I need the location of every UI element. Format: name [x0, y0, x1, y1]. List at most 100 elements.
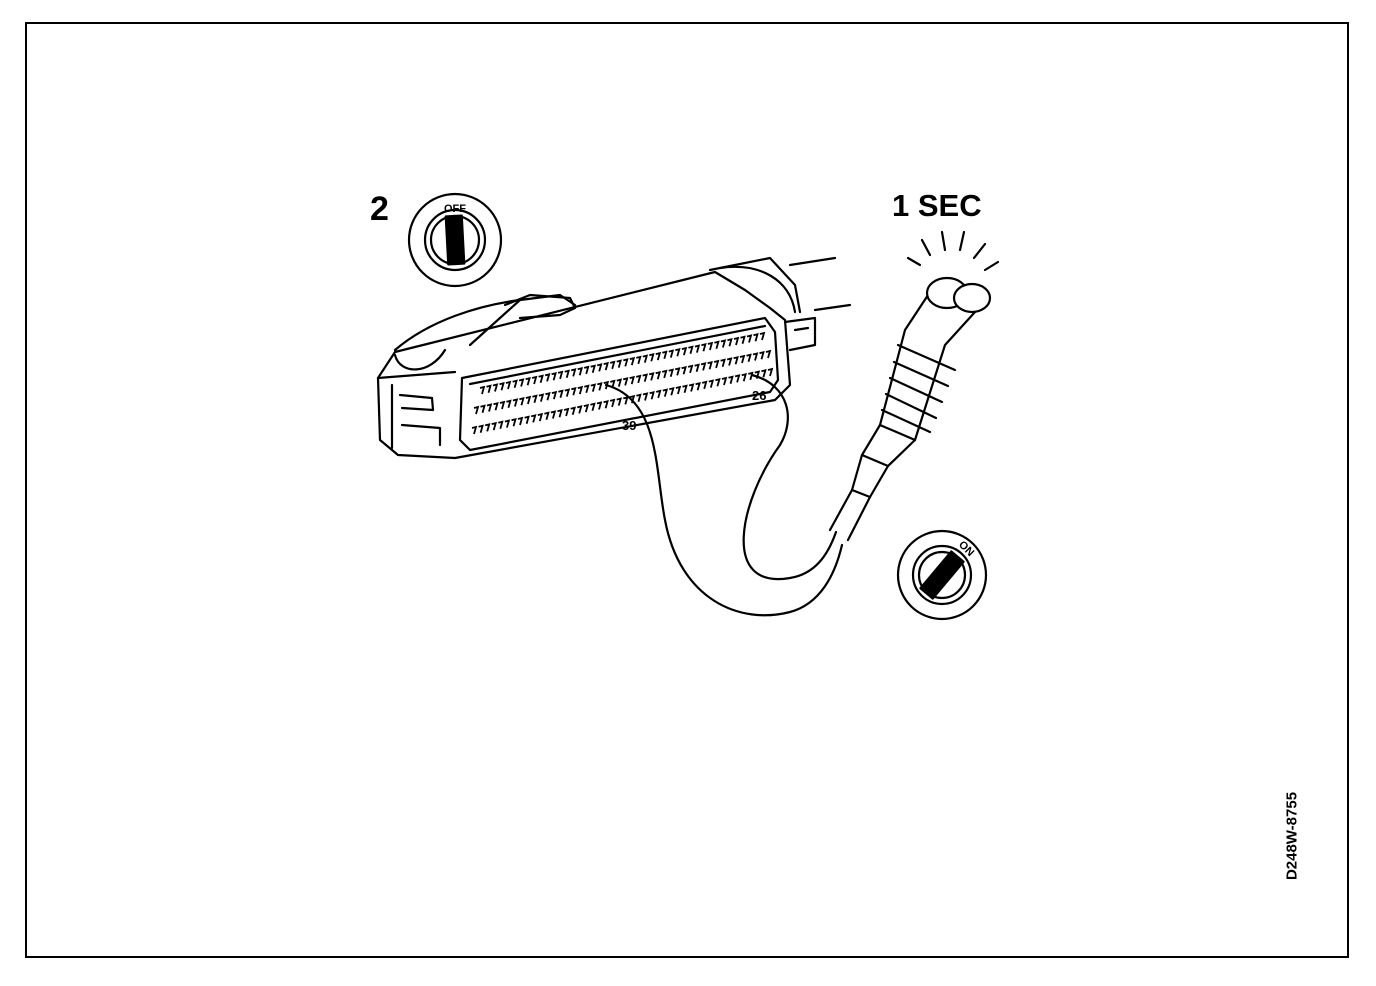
connector-pin	[479, 385, 486, 395]
connector-pin	[484, 423, 491, 432]
connector-pin	[746, 353, 752, 362]
connector-pin	[506, 399, 512, 409]
connector-pin	[687, 364, 694, 374]
connector-pin	[583, 365, 590, 375]
connector-pin	[537, 412, 544, 422]
connector-pin	[504, 419, 511, 428]
connector-pin	[754, 370, 761, 379]
connector-pin	[662, 350, 668, 360]
connector-pin	[681, 346, 688, 356]
connector-pin	[746, 334, 753, 343]
connector-pin	[512, 398, 519, 407]
pin-26-label: 26	[752, 388, 766, 403]
connector-pin	[655, 351, 662, 361]
connector-pin	[661, 369, 668, 379]
connector-pin	[734, 374, 741, 383]
connector-pin	[544, 411, 550, 421]
ignition-key-on-icon	[896, 529, 988, 621]
connector-pin	[609, 360, 616, 370]
connector-pin	[694, 363, 700, 372]
connector-pin	[726, 357, 733, 366]
connector-pin	[538, 393, 545, 402]
connector-pin	[642, 373, 648, 382]
connector-pin	[577, 385, 584, 395]
connector-pin	[530, 414, 537, 423]
connector-pin	[741, 372, 747, 382]
step-number: 2	[370, 190, 389, 228]
connector-pin	[518, 378, 525, 387]
connector-pin	[557, 408, 563, 418]
connector-pin	[642, 354, 649, 363]
connector-pin	[708, 379, 715, 388]
connector-pin	[714, 340, 720, 350]
connector-pin	[551, 371, 557, 381]
connector-pin	[642, 392, 649, 401]
connector-pin	[682, 384, 688, 394]
connector-pin	[486, 384, 492, 393]
connector-pin	[471, 425, 478, 435]
test-lamp-icon	[828, 230, 1000, 542]
connector-pin	[748, 371, 754, 381]
connector-pin	[551, 390, 558, 400]
connector-pin	[597, 382, 603, 391]
connector-pin	[544, 373, 551, 382]
connector-pin	[564, 388, 571, 397]
connector-pin	[636, 355, 642, 365]
connector-pin	[700, 362, 707, 371]
connector-pin	[688, 345, 694, 355]
connector-pin	[655, 389, 662, 399]
connector-pin	[759, 350, 765, 360]
connector-pin	[616, 359, 622, 368]
connector-pin	[538, 374, 544, 383]
connector-pin	[596, 363, 603, 372]
connector-pin	[681, 365, 687, 375]
connector-pin	[648, 372, 655, 381]
connector-pin	[622, 377, 629, 386]
connector-pin	[695, 381, 701, 391]
connector-pin	[733, 336, 740, 346]
connector-pin	[707, 341, 714, 351]
connector-pin	[525, 376, 531, 386]
connector-pin	[499, 381, 505, 391]
connector-pin	[753, 333, 759, 342]
connector-pin	[590, 383, 597, 392]
connector-pin	[629, 375, 635, 385]
connector-pin	[720, 339, 727, 348]
connector-pin	[669, 387, 675, 396]
connector-pin	[675, 385, 682, 395]
connector-pin	[752, 352, 759, 361]
connector-pin	[531, 375, 538, 385]
connector-pin	[596, 401, 603, 410]
connector-pin	[668, 349, 675, 358]
connector-pin	[492, 383, 499, 392]
connector-pin	[590, 364, 596, 373]
connector-pin	[603, 399, 609, 409]
connector-pin	[720, 358, 726, 367]
connector-pin	[728, 375, 734, 384]
connector-pin	[740, 335, 746, 345]
connector-pin	[649, 390, 655, 400]
connector-pin	[721, 376, 728, 386]
connector-pin	[694, 344, 701, 353]
connector-pin	[662, 388, 669, 397]
connector-pin	[688, 383, 695, 392]
connector-pin	[557, 370, 564, 380]
connector-pin	[505, 380, 512, 390]
connector-pin	[570, 368, 577, 377]
connector-pin	[583, 403, 590, 413]
connector-pin	[674, 367, 681, 376]
duration-label: 1 SEC	[892, 188, 982, 223]
connector-pin	[767, 367, 774, 377]
connector-pin	[563, 407, 570, 417]
connector-pin	[584, 384, 590, 394]
connector-pin	[765, 349, 772, 359]
connector-pin	[733, 355, 739, 365]
pin-39-label: 39	[622, 418, 636, 433]
connector-pin	[668, 368, 674, 377]
connector-pin	[524, 415, 530, 424]
connector-pin	[576, 405, 583, 414]
connector-pin	[498, 420, 504, 430]
connector-pin	[701, 343, 707, 352]
connector-pin	[517, 416, 524, 426]
connector-pin	[629, 356, 636, 366]
